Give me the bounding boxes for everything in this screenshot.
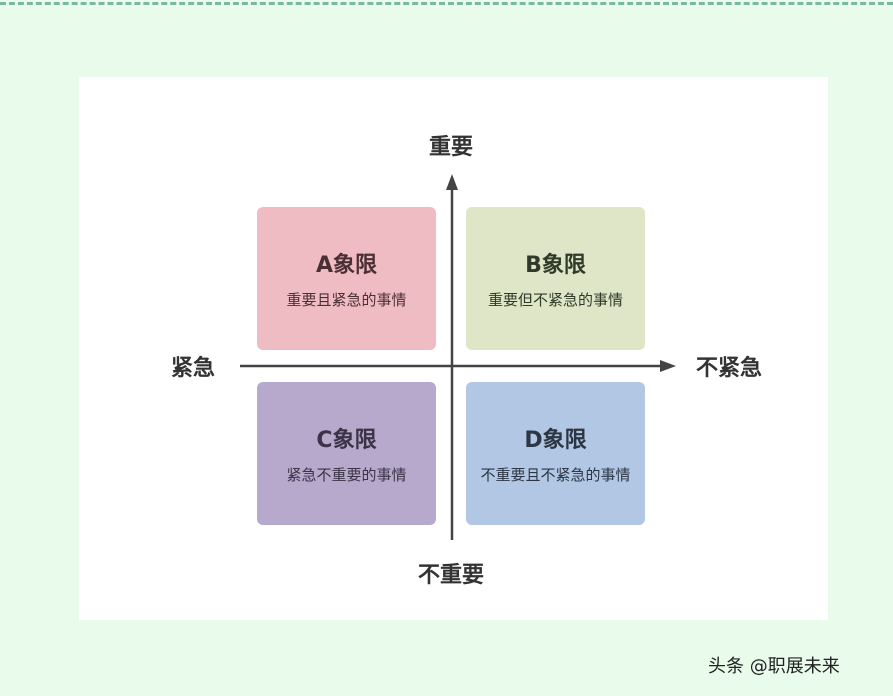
up-arrow-icon bbox=[446, 174, 458, 190]
quadrant-title: A象限 bbox=[315, 253, 378, 278]
quadrant-title: B象限 bbox=[525, 253, 586, 278]
quadrant-b: B象限 重要但不紧急的事情 bbox=[466, 207, 645, 350]
quadrant-desc: 重要且紧急的事情 bbox=[286, 291, 407, 309]
axis-label-not-important: 不重要 bbox=[417, 563, 485, 588]
quadrant-d: D象限 不重要且不紧急的事情 bbox=[466, 382, 645, 525]
quadrant-title: C象限 bbox=[316, 428, 377, 453]
axis-label-important: 重要 bbox=[428, 135, 474, 160]
right-arrow-icon bbox=[660, 360, 676, 372]
diagram-panel bbox=[79, 77, 828, 620]
quadrant-desc: 不重要且不紧急的事情 bbox=[480, 466, 631, 484]
watermark: 头条 @职展未来 bbox=[708, 656, 840, 677]
dashed-border bbox=[0, 2, 893, 5]
quadrant-title: D象限 bbox=[524, 428, 587, 453]
quadrant-desc: 紧急不重要的事情 bbox=[286, 466, 407, 484]
quadrant-desc: 重要但不紧急的事情 bbox=[487, 291, 623, 309]
quadrant-c: C象限 紧急不重要的事情 bbox=[257, 382, 436, 525]
axis-label-urgent: 紧急 bbox=[170, 356, 216, 381]
quadrant-a: A象限 重要且紧急的事情 bbox=[257, 207, 436, 350]
axis-label-not-urgent: 不紧急 bbox=[695, 356, 763, 381]
